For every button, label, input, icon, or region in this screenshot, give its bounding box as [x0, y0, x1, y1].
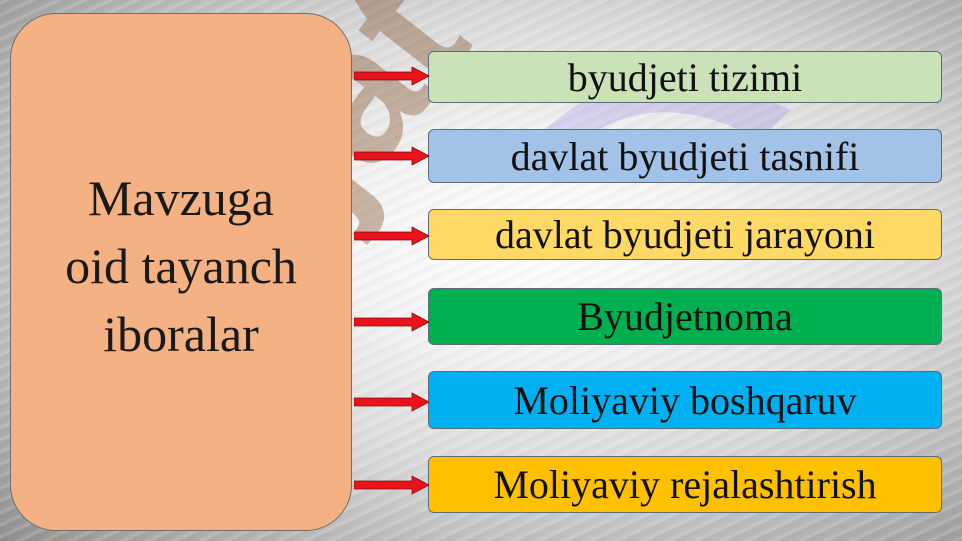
arrow-icon: [354, 312, 430, 332]
keyword-box-2: davlat byudjeti tasnifi: [428, 129, 942, 183]
arrow-icon: [354, 66, 430, 86]
keyword-label: Byudjetnoma: [577, 294, 793, 339]
arrow-icon: [354, 226, 430, 246]
keyword-box-5: Moliyaviy boshqaruv: [428, 371, 942, 429]
topic-keywords-box: Mavzuga oid tayanch iboralar: [10, 13, 352, 531]
arrow-icon: [354, 475, 430, 495]
keyword-box-4: Byudjetnoma: [428, 288, 942, 345]
arrow-icon: [354, 392, 430, 412]
keyword-label: Moliyaviy boshqaruv: [513, 377, 857, 423]
topic-keywords-title: Mavzuga oid tayanch iboralar: [65, 170, 297, 362]
keyword-label: Moliyaviy rejalashtirish: [493, 462, 877, 507]
keyword-box-3: davlat byudjeti jarayoni: [428, 209, 942, 260]
keyword-label: byudjeti tizimi: [567, 54, 803, 100]
keyword-label: davlat byudjeti jarayoni: [495, 212, 875, 257]
keyword-box-6: Moliyaviy rejalashtirish: [428, 456, 942, 513]
arrow-icon: [354, 146, 430, 166]
keyword-label: davlat byudjeti tasnifi: [510, 133, 860, 179]
keyword-box-1: byudjeti tizimi: [428, 51, 942, 103]
